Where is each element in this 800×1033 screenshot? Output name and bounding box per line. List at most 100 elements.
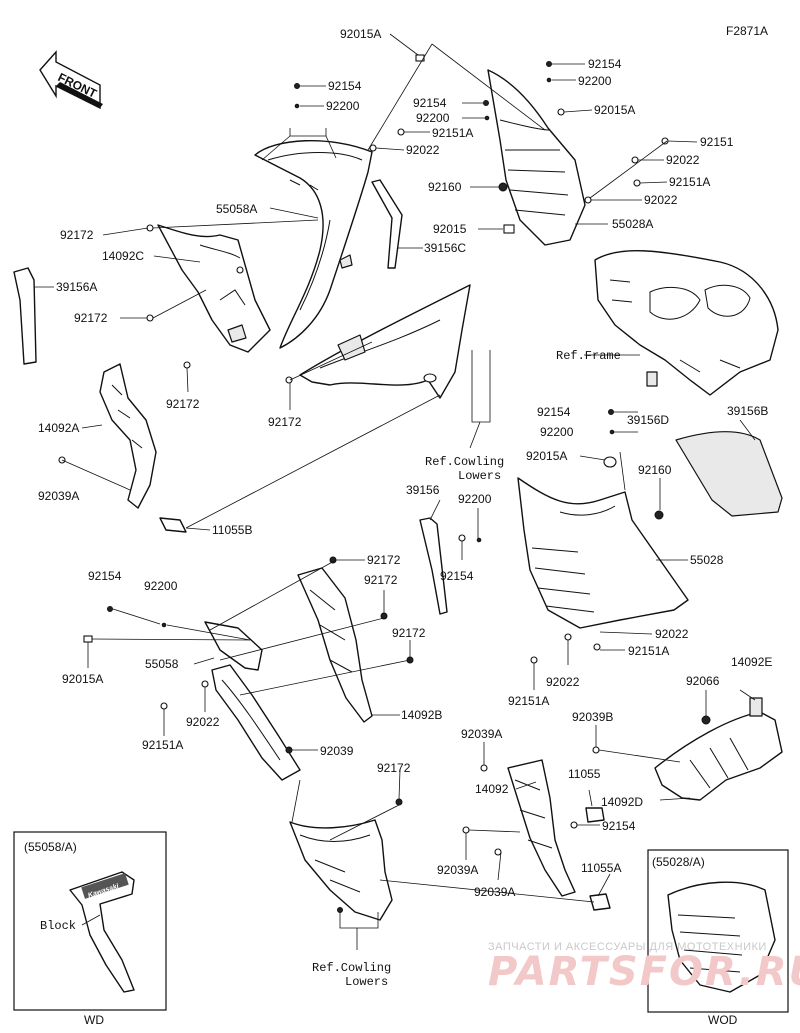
callout: 92172: [364, 573, 398, 587]
callout: 39156B: [727, 404, 768, 418]
inset-wd-title: (55058/A): [24, 840, 77, 854]
callout: 11055A: [581, 861, 621, 875]
callout: 92172: [392, 626, 426, 640]
callout: 14092B: [401, 708, 442, 722]
callout: 92015: [433, 222, 467, 236]
duct-39156: [419, 517, 448, 615]
bracket-11055B: [159, 517, 187, 533]
callout: 55058: [145, 657, 179, 671]
callout: 14092D: [601, 795, 643, 809]
callout: 92200: [540, 425, 574, 439]
callout: 92151A: [142, 738, 183, 752]
upper-cowl-55058: [204, 621, 301, 781]
callout: 92172: [367, 553, 401, 567]
callout: 92154: [588, 57, 622, 71]
watermark: ЗАПЧАСТИ И АКСЕССУАРЫ ДЛЯ МОТОТЕХНИКИ PA…: [488, 941, 800, 995]
side-cowl-55028: [517, 456, 689, 629]
callout: 92039A: [474, 885, 515, 899]
callout: 92200: [416, 111, 450, 125]
inner-panel-14092: [507, 759, 576, 897]
part-14092E: [749, 697, 763, 717]
inset-wd: (55058/A) Kawasaki Block WD: [13, 831, 167, 1027]
callout-labels: 92015A 92154 92200 92154 92200 92151A 92…: [38, 27, 772, 989]
callout: 92172: [377, 761, 411, 775]
callout: Ref.Cowling: [425, 455, 504, 469]
part-39156D: [646, 371, 658, 387]
callout: 92200: [578, 74, 612, 88]
callout: 92022: [655, 627, 689, 641]
callout: 92039B: [572, 710, 613, 724]
callout: 11055: [568, 767, 601, 781]
callout: 92154: [413, 96, 447, 110]
callout: 14092E: [731, 655, 772, 669]
callout: 92160: [638, 463, 672, 477]
callout: 92022: [666, 153, 700, 167]
callout: 14092A: [38, 421, 79, 435]
lower-cowl-center: [289, 819, 393, 921]
callout: 92154: [440, 569, 474, 583]
bracket-11055A: [589, 893, 611, 911]
callout: 92151A: [508, 694, 549, 708]
callout: 92154: [602, 819, 636, 833]
fasteners: [58, 54, 711, 913]
callout: 92154: [328, 79, 362, 93]
inner-cover-14092C: [157, 224, 271, 353]
duct-39156C: [371, 179, 403, 269]
callout: 11055B: [212, 523, 252, 537]
callout: 92022: [186, 715, 220, 729]
callout: 55058A: [216, 202, 257, 216]
callout: 92154: [88, 569, 122, 583]
upper-cowl-55058A: [254, 140, 373, 349]
callout: 39156A: [56, 280, 97, 294]
callout: Lowers: [345, 975, 388, 989]
callout: 92039A: [437, 863, 478, 877]
callout: 92015A: [594, 103, 635, 117]
duct-39156A: [13, 267, 37, 365]
callout: 39156C: [424, 241, 466, 255]
callout: 92160: [428, 180, 462, 194]
callout: 55028A: [612, 217, 653, 231]
callout: 92022: [406, 143, 440, 157]
callout: 92039A: [38, 489, 79, 503]
callout: 14092C: [102, 249, 144, 263]
leader-lines: [34, 33, 756, 950]
callout: 92015A: [340, 27, 381, 41]
side-cowl-55028A: [487, 69, 586, 246]
callout: 92151A: [628, 644, 669, 658]
callout: 39156: [406, 483, 440, 497]
callout: Lowers: [458, 469, 501, 483]
callout: 92200: [326, 99, 360, 113]
callout: 92022: [546, 675, 580, 689]
callout: 92066: [686, 674, 720, 688]
inset-wd-label: Block: [40, 919, 76, 933]
inset-wod-footer: WOD: [708, 1013, 738, 1027]
bracket-11055: [585, 807, 605, 823]
callout: 92015A: [62, 672, 103, 686]
callout: 92172: [166, 397, 200, 411]
callout: 92200: [144, 579, 178, 593]
callout: Ref.Cowling: [312, 961, 391, 975]
callout: 39156D: [627, 413, 669, 427]
callout: 92200: [458, 492, 492, 506]
callout: 92015A: [526, 449, 567, 463]
watermark-line2: PARTSFOR.RU: [488, 949, 800, 995]
callout: 92151: [700, 135, 734, 149]
callout: 14092: [475, 782, 509, 796]
callout: 92154: [537, 405, 571, 419]
callout: 92172: [60, 228, 94, 242]
inner-panel-14092A: [99, 363, 157, 509]
callout: 92151A: [432, 126, 473, 140]
side-panel-center: [299, 284, 471, 399]
cover-14092D: [654, 711, 783, 801]
callout: 92172: [268, 415, 302, 429]
callout: 55028: [690, 553, 724, 567]
watermark-line1: ЗАПЧАСТИ И АКСЕССУАРЫ ДЛЯ МОТОТЕХНИКИ: [488, 941, 767, 953]
callout: 92172: [74, 311, 108, 325]
inset-wod-title: (55028/A): [652, 855, 705, 869]
inset-wd-footer: WD: [84, 1013, 104, 1027]
figure-code: F2871A: [726, 24, 768, 38]
callout: 92022: [644, 193, 678, 207]
callout: Ref.Frame: [556, 349, 621, 363]
callout: 92039A: [461, 727, 502, 741]
